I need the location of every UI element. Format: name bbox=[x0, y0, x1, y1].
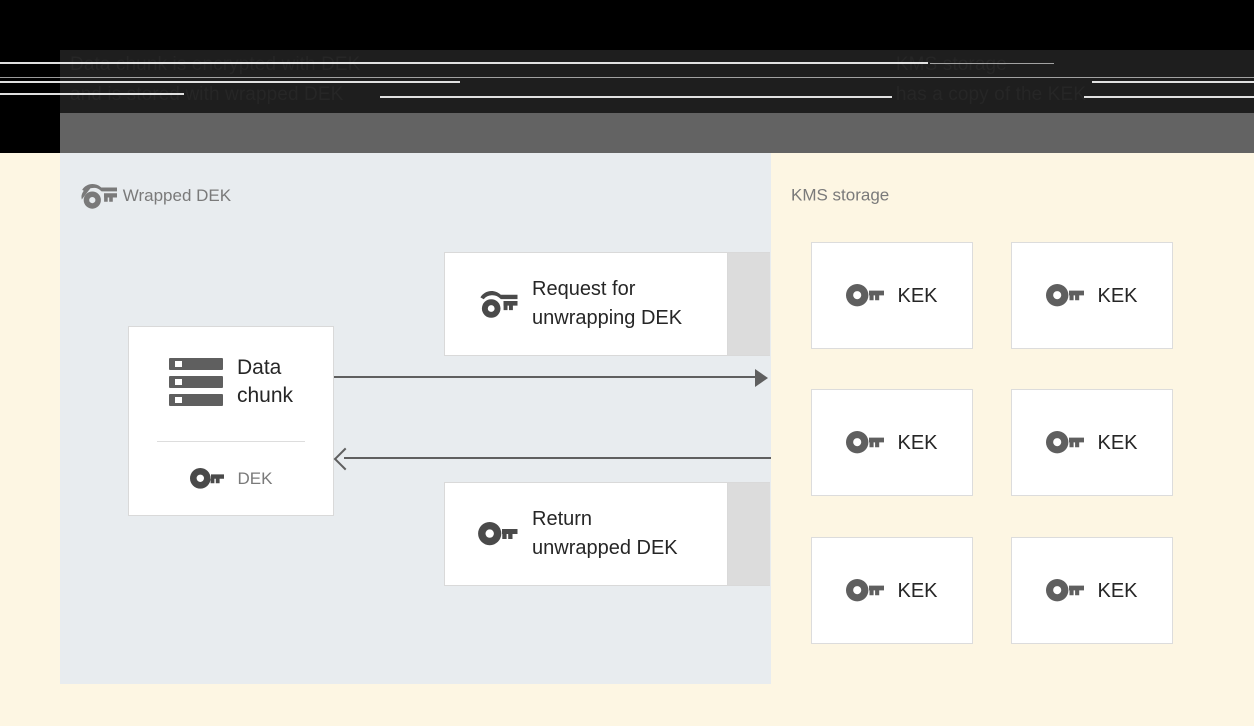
wrapped-key-icon bbox=[80, 183, 118, 209]
return-message-box[interactable]: Return unwrapped DEK bbox=[444, 482, 770, 586]
data-chunk-card[interactable]: Data chunk DEK bbox=[128, 326, 334, 516]
storage-chunk-icon bbox=[168, 357, 223, 407]
scanline bbox=[0, 77, 1254, 78]
wrapped-dek-label: Wrapped DEK bbox=[122, 186, 232, 205]
kek-card[interactable]: KEK bbox=[1011, 537, 1173, 644]
scanline bbox=[1092, 81, 1254, 83]
caption-right: KMS storage has a copy of the KEK bbox=[895, 54, 1086, 105]
kek-card[interactable]: KEK bbox=[811, 242, 973, 349]
kek-label: KEK bbox=[897, 579, 938, 602]
data-chunk-dek-row: DEK bbox=[129, 447, 333, 511]
key-icon bbox=[189, 468, 224, 490]
key-icon bbox=[478, 522, 518, 546]
data-chunk-divider bbox=[157, 441, 305, 442]
scanline bbox=[0, 93, 184, 95]
kek-card[interactable]: KEK bbox=[811, 389, 973, 496]
kek-card[interactable]: KEK bbox=[1011, 242, 1173, 349]
request-arrow-line bbox=[334, 376, 758, 378]
scanline bbox=[0, 62, 398, 64]
kms-storage-label-group: KMS storage bbox=[791, 185, 889, 206]
kek-card[interactable]: KEK bbox=[811, 537, 973, 644]
kek-label: KEK bbox=[897, 431, 938, 454]
return-message-text: Return unwrapped DEK bbox=[532, 508, 678, 559]
request-arrow-head-icon bbox=[755, 369, 768, 387]
return-arrow-line bbox=[344, 457, 771, 459]
header-black-band bbox=[0, 0, 1254, 50]
key-icon bbox=[846, 431, 885, 454]
caption-left: Data chunk is encrypted with DEK and is … bbox=[70, 54, 361, 105]
scanline bbox=[380, 96, 892, 98]
data-chunk-dek-label: DEK bbox=[237, 469, 273, 488]
kek-label: KEK bbox=[1097, 579, 1138, 602]
scanline bbox=[1084, 96, 1254, 98]
wrapped-dek-label-group: Wrapped DEK bbox=[80, 183, 231, 209]
key-icon bbox=[1046, 579, 1085, 602]
data-chunk-title: Data chunk bbox=[236, 356, 294, 407]
key-icon bbox=[1046, 431, 1085, 454]
key-icon bbox=[846, 284, 885, 307]
scanline bbox=[0, 81, 276, 83]
data-chunk-header: Data chunk bbox=[129, 327, 333, 437]
kms-storage-label: KMS storage bbox=[791, 185, 890, 205]
scanline bbox=[276, 81, 460, 83]
return-message-inner: Return unwrapped DEK bbox=[444, 482, 728, 586]
request-message-inner: Request for unwrapping DEK bbox=[444, 252, 728, 356]
request-message-text: Request for unwrapping DEK bbox=[532, 278, 683, 329]
header-gray-band-left-cap bbox=[0, 113, 60, 153]
scanline bbox=[930, 63, 1054, 64]
key-icon bbox=[846, 579, 885, 602]
kek-label: KEK bbox=[1097, 284, 1138, 307]
key-icon bbox=[1046, 284, 1085, 307]
wrapped-key-icon bbox=[478, 290, 518, 318]
kek-label: KEK bbox=[897, 284, 938, 307]
kek-card[interactable]: KEK bbox=[1011, 389, 1173, 496]
kek-label: KEK bbox=[1097, 431, 1138, 454]
request-message-box[interactable]: Request for unwrapping DEK bbox=[444, 252, 770, 356]
header-gray-band bbox=[0, 113, 1254, 153]
scanline bbox=[398, 62, 928, 64]
